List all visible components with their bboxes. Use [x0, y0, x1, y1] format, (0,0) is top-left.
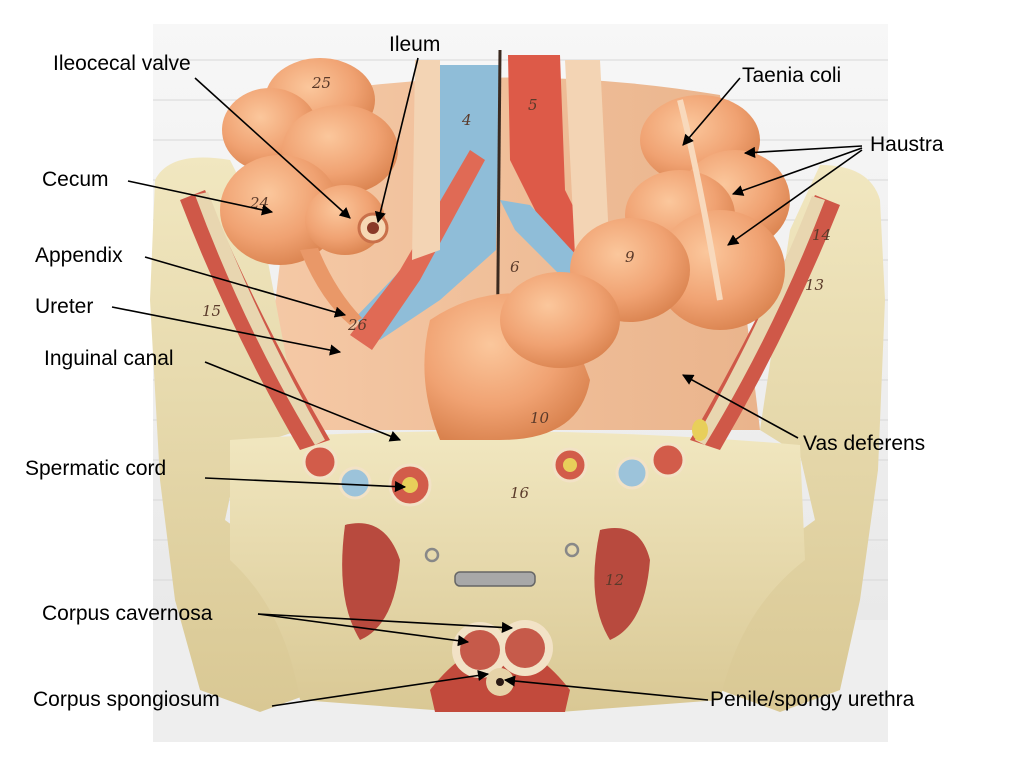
label-cecum: Cecum — [42, 168, 109, 191]
label-corpus-spongiosum: Corpus spongiosum — [33, 688, 220, 711]
model-number: 6 — [510, 258, 520, 276]
model-number: 15 — [202, 302, 221, 320]
model-number: 16 — [510, 484, 530, 502]
sigmoid-colon-right — [500, 95, 790, 368]
label-corpus-cavernosa: Corpus cavernosa — [42, 602, 213, 625]
label-haustra: Haustra — [870, 133, 944, 156]
model-number: 26 — [347, 316, 368, 334]
model-number: 14 — [812, 226, 831, 244]
label-ileum: Ileum — [389, 33, 441, 56]
label-spermatic-cord: Spermatic cord — [25, 457, 167, 480]
label-ileocecal-valve: Ileocecal valve — [53, 52, 191, 75]
vein-right — [500, 200, 590, 285]
label-vas-deferens: Vas deferens — [803, 432, 926, 455]
model-number: 12 — [605, 571, 624, 589]
label-appendix: Appendix — [35, 244, 123, 267]
model-number: 25 — [311, 74, 331, 92]
label-penile-spongy-urethra: Penile/spongy urethra — [710, 688, 915, 711]
label-ureter: Ureter — [35, 295, 94, 318]
model-number: 9 — [625, 248, 635, 266]
model-number: 13 — [805, 276, 824, 294]
label-inguinal-canal: Inguinal canal — [44, 347, 174, 370]
label-taenia-coli: Taenia coli — [742, 64, 842, 87]
model-number: 4 — [461, 111, 472, 129]
model-number: 10 — [530, 409, 550, 427]
model-number: 5 — [528, 96, 538, 114]
model-number: 24 — [249, 194, 269, 212]
